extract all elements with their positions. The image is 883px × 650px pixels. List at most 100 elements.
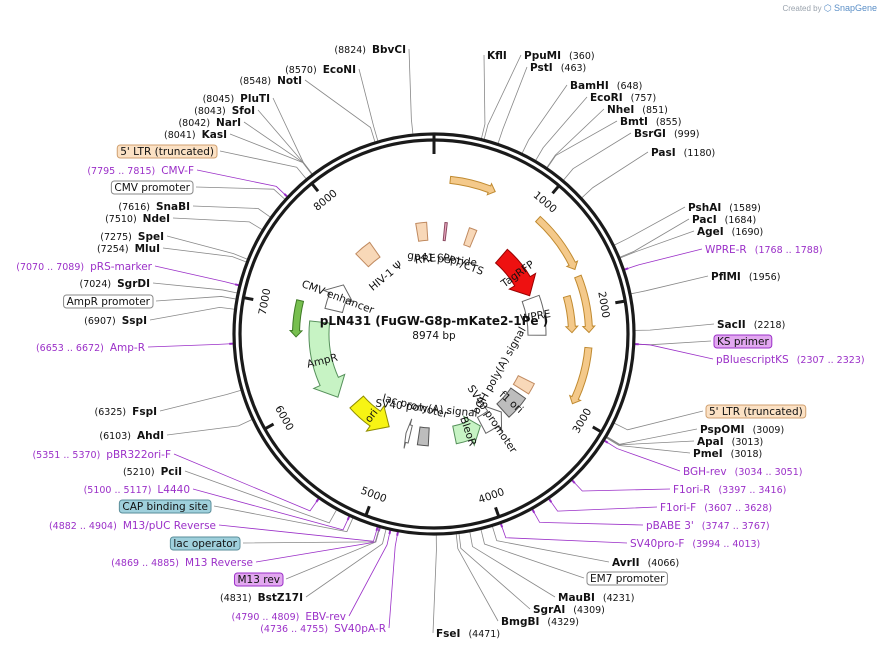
site-econi[interactable]: EcoNI(8570) bbox=[285, 64, 356, 76]
label-name: SnaBI bbox=[156, 201, 190, 213]
feature-ori[interactable] bbox=[349, 395, 390, 432]
feature-hiv-1[interactable] bbox=[355, 241, 381, 268]
site-snabi[interactable]: SnaBI(7616) bbox=[118, 201, 190, 213]
site-avrii[interactable]: AvrII(4066) bbox=[612, 557, 679, 569]
box-cap-binding-site[interactable]: CAP binding site bbox=[118, 499, 212, 514]
site-sfoi[interactable]: SfoI(8043) bbox=[194, 105, 255, 117]
primer-cmv-f[interactable]: CMV-F(7795 .. 7815) bbox=[87, 165, 194, 177]
feature-sv40-poly-a-signal[interactable] bbox=[416, 426, 430, 447]
site-ahdi[interactable]: AhdI(6103) bbox=[99, 430, 164, 442]
site-nari[interactable]: NarI(8042) bbox=[178, 117, 241, 129]
label-name: M13/pUC Reverse bbox=[123, 520, 216, 532]
site-agei[interactable]: AgeI(1690) bbox=[697, 226, 763, 238]
site-ppumi[interactable]: PpuMI(360) bbox=[524, 50, 595, 62]
feature-gp41-peptide[interactable] bbox=[442, 221, 448, 242]
feature-arc[interactable] bbox=[562, 294, 579, 334]
box-5-ltr-truncated[interactable]: 5' LTR (truncated) bbox=[705, 404, 807, 419]
box-em7-promoter[interactable]: EM7 promoter bbox=[586, 571, 668, 586]
feature-tagrfp[interactable] bbox=[494, 248, 537, 297]
site-fspi[interactable]: FspI(6325) bbox=[95, 406, 157, 418]
site-pasi[interactable]: PasI(1180) bbox=[651, 147, 715, 159]
feature-arc[interactable] bbox=[449, 175, 496, 196]
primer-prs-marker[interactable]: pRS-marker(7070 .. 7089) bbox=[16, 261, 152, 273]
site-spei[interactable]: SpeI(7275) bbox=[100, 231, 164, 243]
primer-l4440[interactable]: L4440(5100 .. 5117) bbox=[84, 484, 190, 496]
site-paci[interactable]: PacI(1684) bbox=[692, 214, 756, 226]
site-mlui[interactable]: MluI(7254) bbox=[97, 243, 160, 255]
feature-rre[interactable] bbox=[415, 221, 429, 242]
site-sacii[interactable]: SacII(2218) bbox=[717, 319, 785, 331]
leader-line bbox=[630, 275, 709, 295]
primer-f1ori-f[interactable]: F1ori-F(3607 .. 3628) bbox=[660, 502, 772, 514]
label-name: PpuMI bbox=[524, 50, 561, 62]
primer-m13-puc-reverse[interactable]: M13/pUC Reverse(4882 .. 4904) bbox=[49, 520, 216, 532]
site-kasi[interactable]: KasI(8041) bbox=[164, 129, 227, 141]
leader-line bbox=[192, 488, 350, 531]
primer-f1ori-r[interactable]: F1ori-R(3397 .. 3416) bbox=[673, 484, 786, 496]
label-name: BbvCI bbox=[372, 44, 406, 56]
site-bstz17i[interactable]: BstZ17I(4831) bbox=[220, 592, 303, 604]
site-bbvci[interactable]: BbvCI(8824) bbox=[334, 44, 406, 56]
site-bsrgi[interactable]: BsrGI(999) bbox=[634, 128, 700, 140]
feature-ampr[interactable] bbox=[308, 320, 346, 398]
box-m13-rev[interactable]: M13 rev bbox=[233, 572, 284, 587]
site-noti[interactable]: NotI(8548) bbox=[239, 75, 302, 87]
primer-sv40pa-r[interactable]: SV40pA-R(4736 .. 4755) bbox=[260, 623, 386, 635]
box-cmv-promoter[interactable]: CMV promoter bbox=[110, 180, 194, 195]
label-name: NheI bbox=[607, 104, 634, 116]
site-fsei[interactable]: FseI(4471) bbox=[436, 628, 500, 640]
site-bmgbi[interactable]: BmgBI(4329) bbox=[501, 616, 579, 628]
feature-sv40-promoter[interactable] bbox=[476, 404, 503, 434]
feature-lac-promoter[interactable] bbox=[403, 418, 413, 449]
feature-wpre[interactable] bbox=[521, 294, 547, 336]
site-nhei[interactable]: NheI (851) bbox=[607, 104, 668, 116]
site-pshai[interactable]: PshAI(1589) bbox=[688, 202, 761, 214]
label-name: BsrGI bbox=[634, 128, 666, 140]
feature-arc[interactable] bbox=[288, 299, 305, 338]
primer-wpre-r[interactable]: WPRE-R(1768 .. 1788) bbox=[705, 244, 823, 256]
feature-cmv-enhancer[interactable] bbox=[322, 284, 354, 314]
leader-line bbox=[546, 120, 618, 169]
site-kfli[interactable]: KflI bbox=[487, 50, 507, 62]
site-pcii[interactable]: PciI(5210) bbox=[123, 466, 182, 478]
primer-bgh-rev[interactable]: BGH-rev(3034 .. 3051) bbox=[683, 466, 802, 478]
box-ampr-promoter[interactable]: AmpR promoter bbox=[63, 294, 154, 309]
site-ndei[interactable]: NdeI(7510) bbox=[105, 213, 170, 225]
primer-sv40pro-f[interactable]: SV40pro-F(3994 .. 4013) bbox=[630, 538, 760, 550]
site-maubi[interactable]: MauBI(4231) bbox=[558, 592, 635, 604]
feature-arc[interactable] bbox=[568, 346, 593, 405]
primer-pbluescriptks[interactable]: pBluescriptKS(2307 .. 2323) bbox=[716, 354, 865, 366]
feature-cppt-cts[interactable] bbox=[463, 227, 478, 248]
leader-line bbox=[458, 533, 531, 610]
site-sgrdi[interactable]: SgrDI(7024) bbox=[80, 278, 150, 290]
site-psti[interactable]: PstI(463) bbox=[530, 62, 586, 74]
site-sgrai[interactable]: SgrAI(4309) bbox=[533, 604, 605, 616]
site-pspomi[interactable]: PspOMI(3009) bbox=[700, 424, 784, 436]
primer-ebv-rev[interactable]: EBV-rev(4790 .. 4809) bbox=[232, 611, 347, 623]
plasmid-name: pLN431 (FuGW-G8p-mKate2-1Pe ) bbox=[320, 314, 548, 328]
feature-arc[interactable] bbox=[574, 274, 596, 334]
label-position: (851) bbox=[642, 105, 668, 116]
site-apai[interactable]: ApaI(3013) bbox=[697, 436, 763, 448]
site-bamhi[interactable]: BamHI(648) bbox=[570, 80, 642, 92]
feature-arc[interactable] bbox=[534, 215, 579, 271]
site-sspi[interactable]: SspI(6907) bbox=[84, 315, 147, 327]
label-name: SspI bbox=[122, 315, 147, 327]
primer-amp-r[interactable]: Amp-R(6653 .. 6672) bbox=[36, 342, 145, 354]
site-pflmi[interactable]: PflMI(1956) bbox=[711, 271, 780, 283]
label-name: BstZ17I bbox=[258, 592, 303, 604]
feature-bgh-poly-a-signal[interactable] bbox=[512, 375, 536, 395]
site-pluti[interactable]: PluTI(8045) bbox=[203, 93, 270, 105]
site-pmei[interactable]: PmeI(3018) bbox=[693, 448, 762, 460]
primer-pbabe-3[interactable]: pBABE 3'(3747 .. 3767) bbox=[646, 520, 770, 532]
label-name: SV40pro-F bbox=[630, 538, 684, 550]
feature-bleor[interactable] bbox=[452, 415, 481, 447]
site-ecori[interactable]: EcoRI(757) bbox=[590, 92, 656, 104]
box-lac-operator[interactable]: lac operator bbox=[169, 536, 241, 551]
box-ks-primer[interactable]: KS primer bbox=[713, 334, 773, 349]
primer-pbr322ori-f[interactable]: pBR322ori-F(5351 .. 5370) bbox=[32, 449, 171, 461]
box-5-ltr-truncated[interactable]: 5' LTR (truncated) bbox=[116, 144, 218, 159]
primer-m13-reverse[interactable]: M13 Reverse(4869 .. 4885) bbox=[111, 557, 253, 569]
feature-f1-ori[interactable] bbox=[496, 387, 527, 418]
site-bmti[interactable]: BmtI(855) bbox=[620, 116, 681, 128]
